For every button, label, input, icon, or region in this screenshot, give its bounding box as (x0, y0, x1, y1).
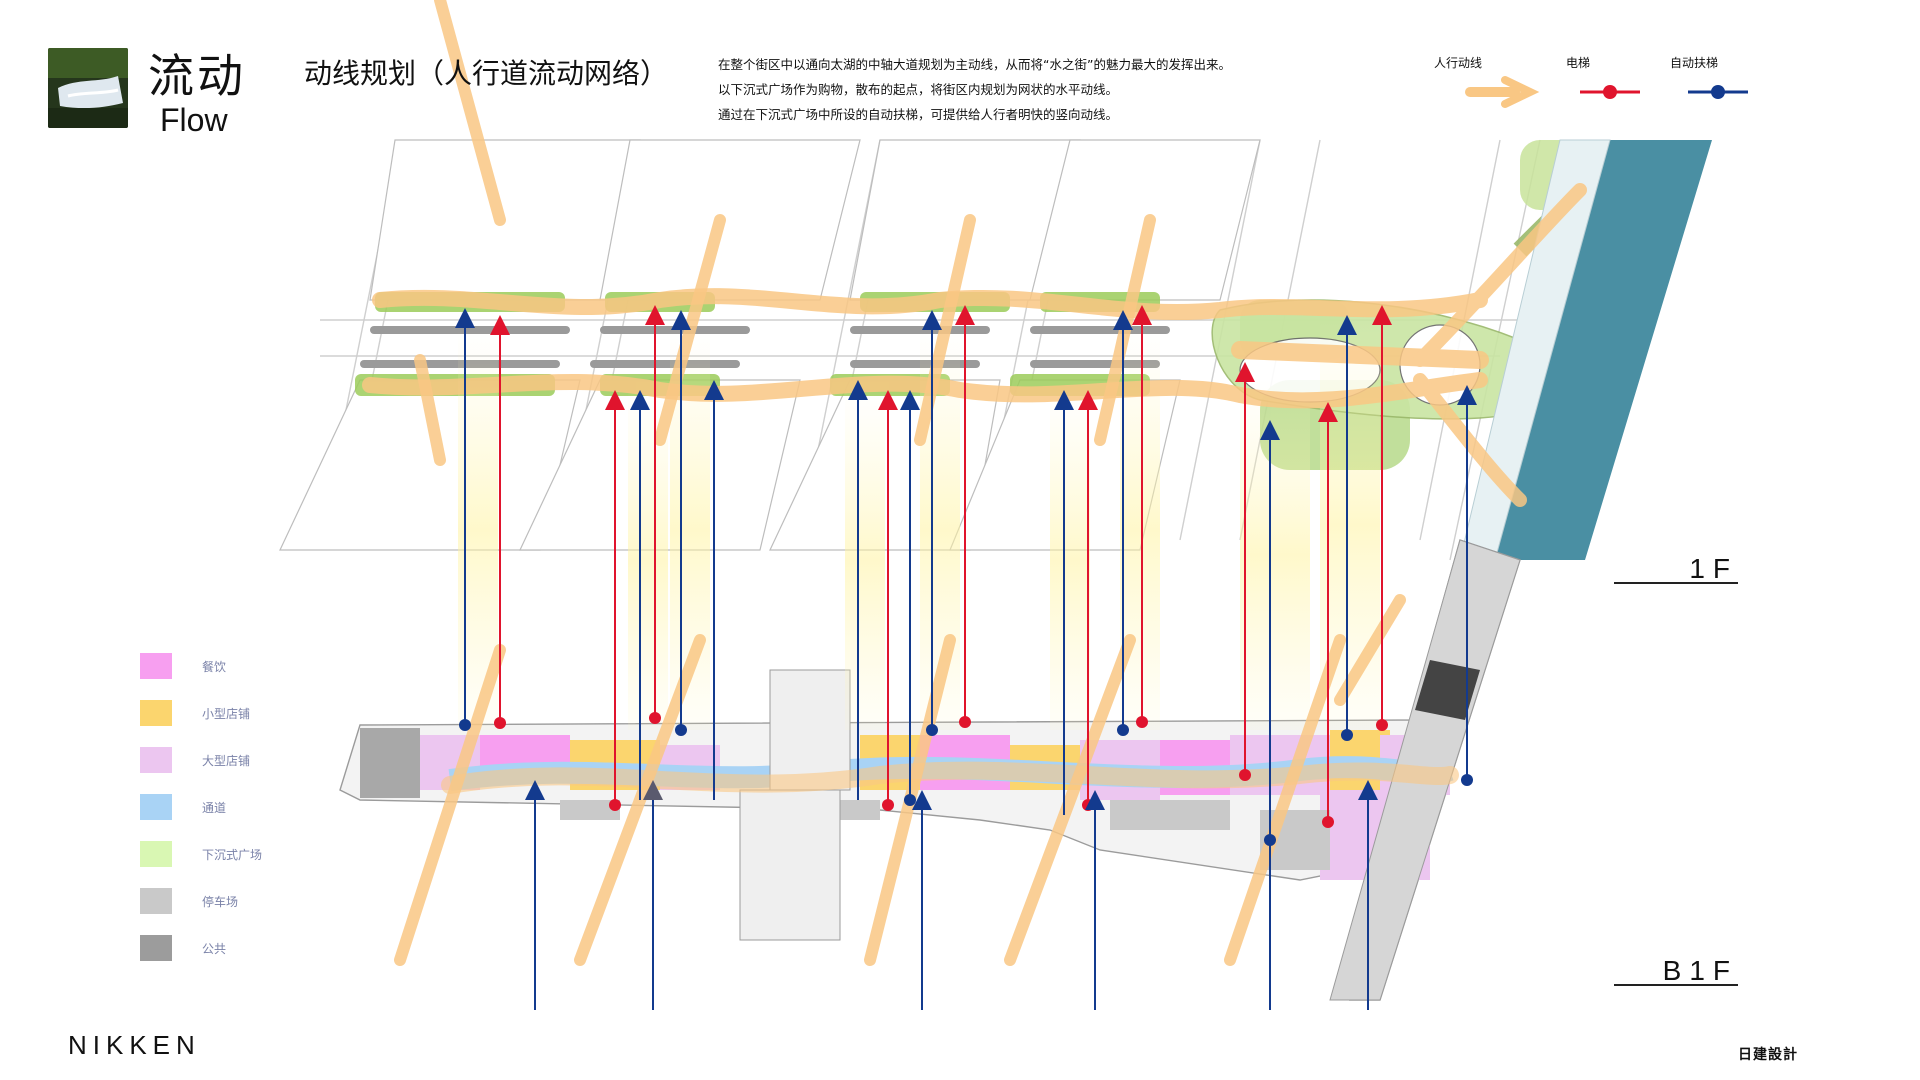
pedestrian-flows (362, 183, 1587, 794)
legend-pedestrian-label: 人行动线 (1434, 56, 1483, 70)
legend-item-large-shop: 大型店铺 (140, 746, 250, 774)
page-title-cn: 流动 (148, 49, 246, 103)
legend-swatch (140, 888, 172, 914)
legend-item-small-shop: 小型店铺 (140, 699, 250, 727)
legend-label: 公共 (202, 941, 227, 956)
lake (1495, 140, 1712, 560)
page-title-en: Flow (160, 102, 228, 138)
legend-label: 餐饮 (202, 659, 227, 674)
legend-label: 下沉式广场 (202, 847, 263, 862)
legend-elevator-symbol (1580, 85, 1640, 99)
legend-swatch (140, 700, 172, 726)
legend-swatch (140, 841, 172, 867)
legend-pedestrian-symbol (1465, 76, 1540, 108)
elevator-dots (494, 712, 1388, 828)
legend-item-sunken-plaza: 下沉式广场 (140, 840, 262, 868)
floor-label-b1f: B1F (1614, 957, 1738, 986)
legend-label: 大型店铺 (202, 753, 251, 768)
legend-elevator-label: 电梯 (1566, 56, 1591, 70)
legend-escalator-symbol (1688, 85, 1748, 99)
legend-label: 停车场 (202, 894, 239, 909)
description-line: 通过在下沉式广场中所设的自动扶梯，可提供给人行者明快的竖向动线。 (718, 107, 1119, 122)
legend-item-public: 公共 (140, 934, 226, 962)
legend-label: 小型店铺 (202, 706, 251, 721)
description-line: 在整个街区中以通向太湖的中轴大道规划为主动线，从而将“水之街”的魅力最大的发挥出… (718, 57, 1231, 72)
elevator-lines (490, 305, 1392, 822)
description-line: 以下沉式广场作为购物，散布的起点，将街区内规划为网状的水平动线。 (718, 82, 1119, 97)
page-subtitle: 动线规划（人行道流动网络） (304, 57, 669, 90)
legend-swatch (140, 653, 172, 679)
brand-logo-text: NIKKEN (68, 1030, 201, 1060)
legend-swatch (140, 935, 172, 961)
waterfall-thumbnail (48, 48, 128, 128)
legend-item-passage: 通道 (140, 793, 226, 821)
legend-swatch (140, 794, 172, 820)
legend-item-parking: 停车场 (140, 887, 238, 915)
escalator-lines (455, 308, 1477, 1010)
escalator-dots (459, 719, 1473, 846)
description: 在整个街区中以通向太湖的中轴大道规划为主动线，从而将“水之街”的魅力最大的发挥出… (718, 52, 1231, 127)
legend-label: 通道 (202, 800, 227, 815)
blocks-1f (279, 139, 1261, 551)
legend-swatch (140, 747, 172, 773)
legend-item-dining: 餐饮 (140, 652, 226, 680)
floor-label-1f: 1F (1614, 555, 1738, 584)
brand-logo-jp: 日建設計 (1738, 1047, 1798, 1063)
legend-escalator-label: 自动扶梯 (1670, 56, 1719, 70)
